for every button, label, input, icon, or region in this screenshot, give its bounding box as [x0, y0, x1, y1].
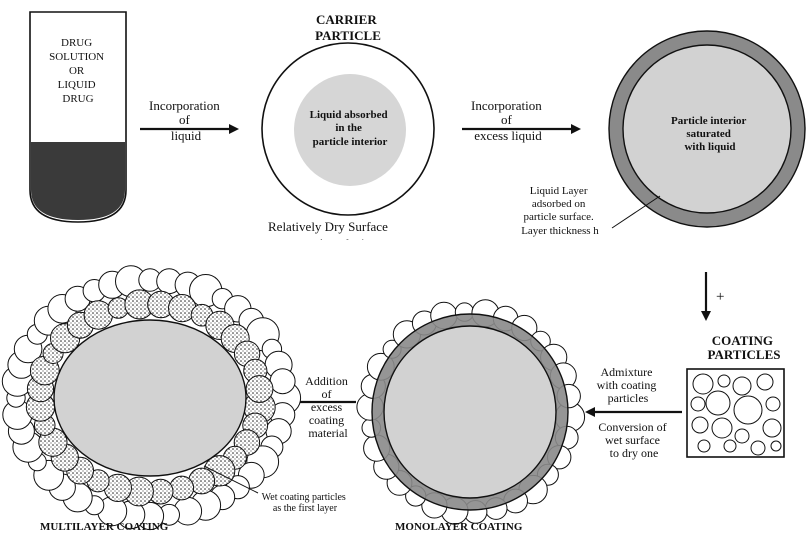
scan-cut-mask [260, 240, 420, 254]
tube-label-line5: DRUG [62, 93, 93, 105]
svg-text:Liquid Layer adsorbed on: Liquid Layer adsorbed on particle surfac… [521, 185, 599, 237]
coating-title-line1: COATING [712, 333, 773, 348]
tube-liquid [31, 142, 125, 220]
arrow3-line6: to dry one [610, 446, 659, 460]
arrow2-line3: excess liquid [474, 128, 542, 143]
layer-line2: adsorbed on [532, 198, 586, 210]
arrow3-line2: with coating [597, 378, 657, 392]
multilayer-core [54, 320, 246, 476]
arrow4-line1: Addition [305, 374, 348, 388]
coating-particle [698, 440, 710, 452]
layer-line4: Layer thickness h [521, 225, 599, 237]
carrier-interior-line2: in the [335, 122, 362, 134]
carrier-particle: CARRIER PARTICLE Liquid absorbed in the … [262, 12, 434, 251]
coating-particle [724, 440, 736, 452]
wet-label-line1: Wet coating particles [262, 492, 346, 503]
coating-particles: COATING PARTICLES [687, 333, 784, 457]
carrier-interior-line1: Liquid absorbed [310, 109, 388, 121]
arrow3-line4: Conversion of [598, 420, 666, 434]
arrow4-line5: material [308, 426, 348, 440]
arrow4-line2: of [322, 387, 332, 401]
arrow2-line1: Incorporation [471, 98, 542, 113]
layer-pointer [612, 196, 660, 228]
carrier-title-line2: PARTICLE [315, 28, 381, 43]
tube-label-line2: SOLUTION [49, 51, 104, 63]
saturated-line1: Particle interior [671, 115, 747, 127]
coating-particle [270, 369, 295, 394]
tube-label-line3: OR [69, 65, 85, 77]
wet-label-line2: as the first layer [273, 503, 338, 514]
carrier-title-line1: CARRIER [316, 12, 377, 27]
carrier-surface-label: Relatively Dry Surface [268, 219, 388, 234]
coating-particle [734, 396, 762, 424]
arrow-incorporation-liquid: Incorporation of liquid [140, 98, 236, 143]
tube-label-line1: DRUG [61, 37, 92, 49]
coating-particle [691, 397, 705, 411]
arrow-admixture: Admixture with coating particles Convers… [588, 365, 682, 460]
multilayer-caption: MULTILAYER COATING [40, 521, 169, 533]
arrow4-line4: coating [309, 413, 344, 427]
arrow-excess-coating: Addition of excess coating material [290, 374, 356, 440]
carrier-interior-line3: particle interior [313, 136, 388, 148]
svg-text:Admixture with coating: Admixture with coating particles [597, 365, 660, 405]
saturated-line3: with liquid [684, 141, 735, 153]
coating-particle [757, 374, 773, 390]
arrow3-line3: particles [608, 391, 649, 405]
arrow-incorporation-excess: Incorporation of excess liquid [462, 98, 578, 143]
monolayer-caption: MONOLAYER COATING [395, 521, 523, 533]
coating-particle [771, 441, 781, 451]
coating-particle [751, 441, 765, 455]
coating-particle [718, 375, 730, 387]
svg-text:Incorporation of e: Incorporation of excess liquid [471, 98, 545, 143]
saturated-particle: Particle interior saturated with liquid [609, 31, 805, 227]
wet-coating-particle [246, 376, 273, 403]
multilayer-particle: Wet coating particles as the first layer… [2, 266, 348, 533]
saturated-line2: saturated [686, 128, 731, 140]
svg-text:Addition of excess: Addition of excess coating material [305, 374, 351, 440]
svg-text:Wet coating particles as: Wet coating particles as the first layer [262, 492, 349, 514]
coating-particle [735, 429, 749, 443]
monolayer-core [384, 326, 556, 498]
arrow1-line1: Incorporation [149, 98, 220, 113]
down-arrow: + [706, 272, 724, 318]
arrow3-line5: wet surface [605, 433, 660, 447]
tube-label-line4: LIQUID [58, 79, 96, 91]
arrow1-line3: liquid [171, 128, 202, 143]
layer-line3: particle surface. [524, 211, 594, 223]
svg-text:Conversion of wet surfac: Conversion of wet surface to dry one [598, 420, 669, 460]
coating-particle [693, 374, 713, 394]
svg-text:COATING PARTICLES: COATING PARTICLES [708, 333, 781, 362]
svg-text:Incorporation of l: Incorporation of liquid [149, 98, 223, 143]
monolayer-particle: MONOLAYER COATING [357, 300, 585, 533]
arrow2-line2: of [501, 112, 513, 127]
layer-line1: Liquid Layer [530, 185, 588, 197]
arrow1-line2: of [179, 112, 191, 127]
plus-sign: + [716, 289, 724, 305]
coating-particle [766, 397, 780, 411]
coating-particle [706, 391, 730, 415]
coating-particle [733, 377, 751, 395]
coating-particle [763, 419, 781, 437]
coating-title-line2: PARTICLES [708, 347, 781, 362]
coating-particle [692, 417, 708, 433]
arrow3-line1: Admixture [601, 365, 653, 379]
wet-coating-particle [170, 476, 194, 500]
svg-text:CARRIER PARTICLE: CARRIER PARTICLE [315, 12, 381, 43]
drug-tube: DRUG SOLUTION OR LIQUID DRUG [30, 12, 126, 222]
coating-particle [712, 418, 732, 438]
